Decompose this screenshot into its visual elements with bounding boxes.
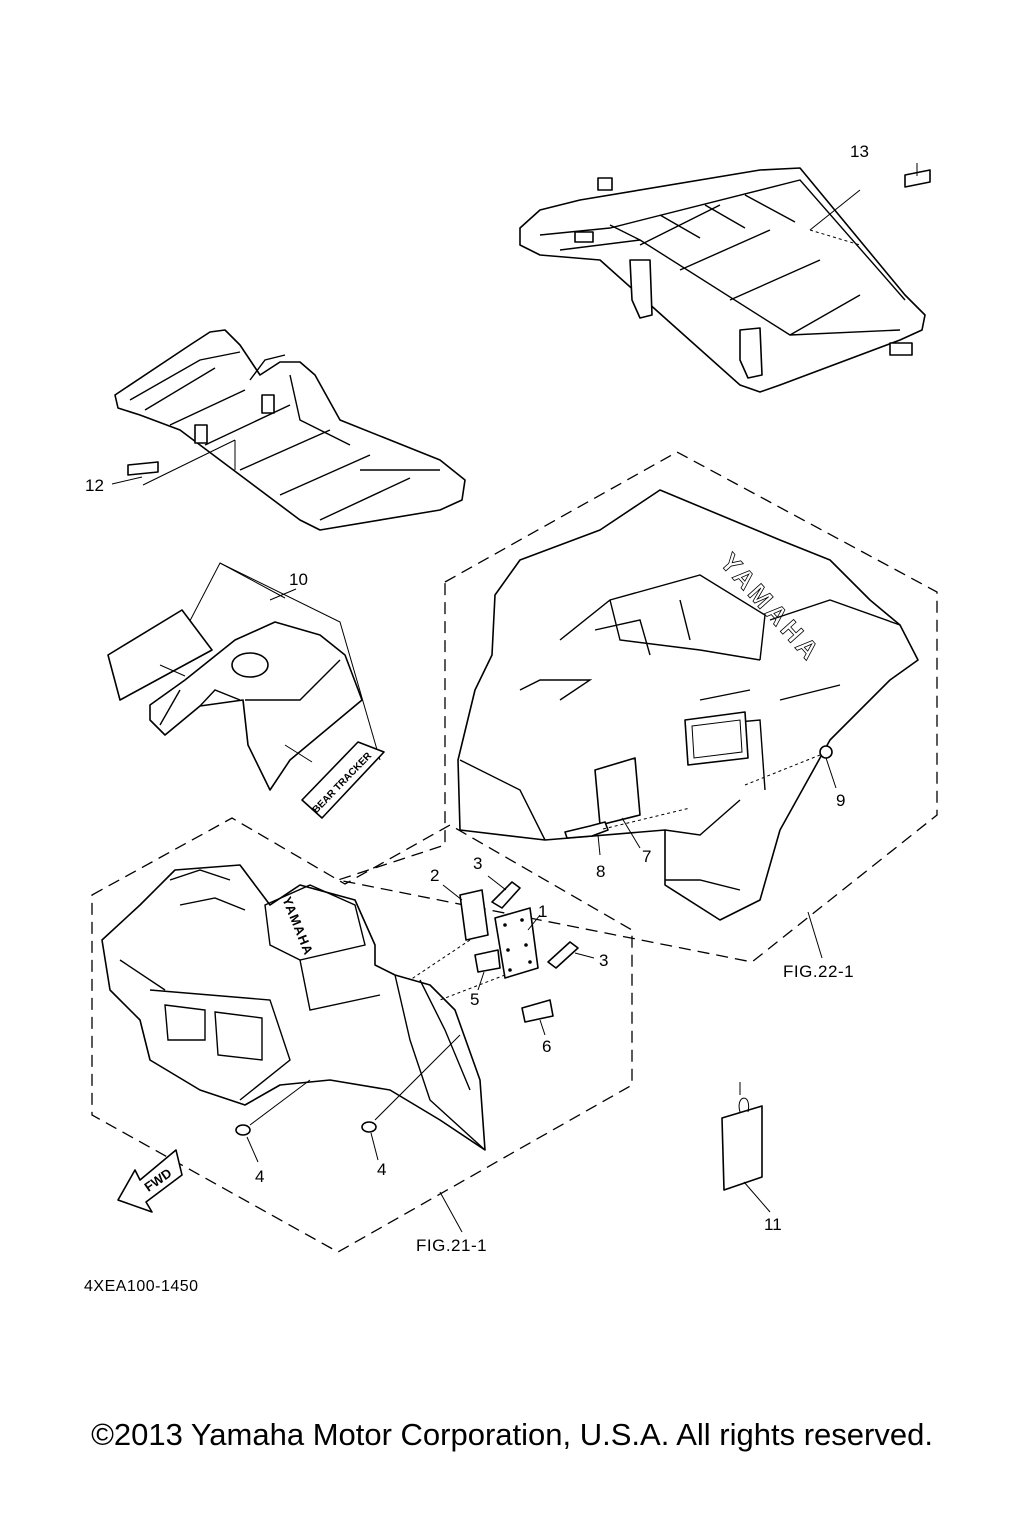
callout-2: 2: [430, 866, 439, 885]
part-3b-rivet: [547, 941, 579, 969]
callout-9: 9: [836, 791, 845, 810]
fig22-boundary: [335, 451, 938, 963]
callout-3b: 3: [599, 951, 608, 970]
callout-3a: 3: [473, 854, 482, 873]
fig-ref-21-1: FIG.21-1: [416, 1236, 487, 1255]
part-1-plate: [494, 907, 539, 979]
callout-4b: 4: [377, 1160, 386, 1179]
fig-ref-22-1: FIG.22-1: [783, 962, 854, 981]
tank-cover-decal-set: BEAR TRACKER: [107, 562, 385, 819]
callout-11: 11: [764, 1215, 782, 1234]
part-5-label: [474, 949, 501, 973]
front-plate-assembly: [235, 875, 595, 1163]
part-2-gasket: [459, 889, 489, 941]
decal-bear-tracker: [301, 741, 385, 819]
callout-6: 6: [542, 1037, 551, 1056]
part-8-rivet: [564, 821, 609, 839]
callout-4a: 4: [255, 1167, 264, 1186]
part-4b-washer: [361, 1121, 377, 1133]
callout-1: 1: [538, 902, 547, 921]
copyright-notice: ©2013 Yamaha Motor Corporation, U.S.A. A…: [91, 1417, 933, 1452]
tank-cover: [149, 621, 363, 791]
rear-carrier: [519, 163, 931, 393]
part-6-label: [521, 999, 554, 1023]
front-fender: YAMAHA: [101, 864, 486, 1151]
warning-tag: [721, 1082, 771, 1213]
fwd-arrow: FWD: [117, 1149, 183, 1213]
callout-5: 5: [470, 990, 479, 1009]
diagram-part-code: 4XEA100-1450: [84, 1278, 199, 1295]
callout-12: 12: [85, 476, 104, 495]
callout-13: 13: [850, 142, 869, 161]
front-carrier: [114, 329, 466, 531]
decal-left: [107, 609, 213, 701]
part-7-plate: [594, 757, 641, 826]
part-9-washer: [819, 745, 833, 759]
rear-plate-assembly: [564, 745, 837, 856]
part-4a-washer: [235, 1124, 251, 1136]
callout-8: 8: [596, 862, 605, 881]
rear-fender: YAMAHA: [457, 489, 919, 921]
callout-7: 7: [642, 847, 651, 866]
part-3a-rivet: [491, 881, 521, 909]
callout-10: 10: [289, 570, 308, 589]
